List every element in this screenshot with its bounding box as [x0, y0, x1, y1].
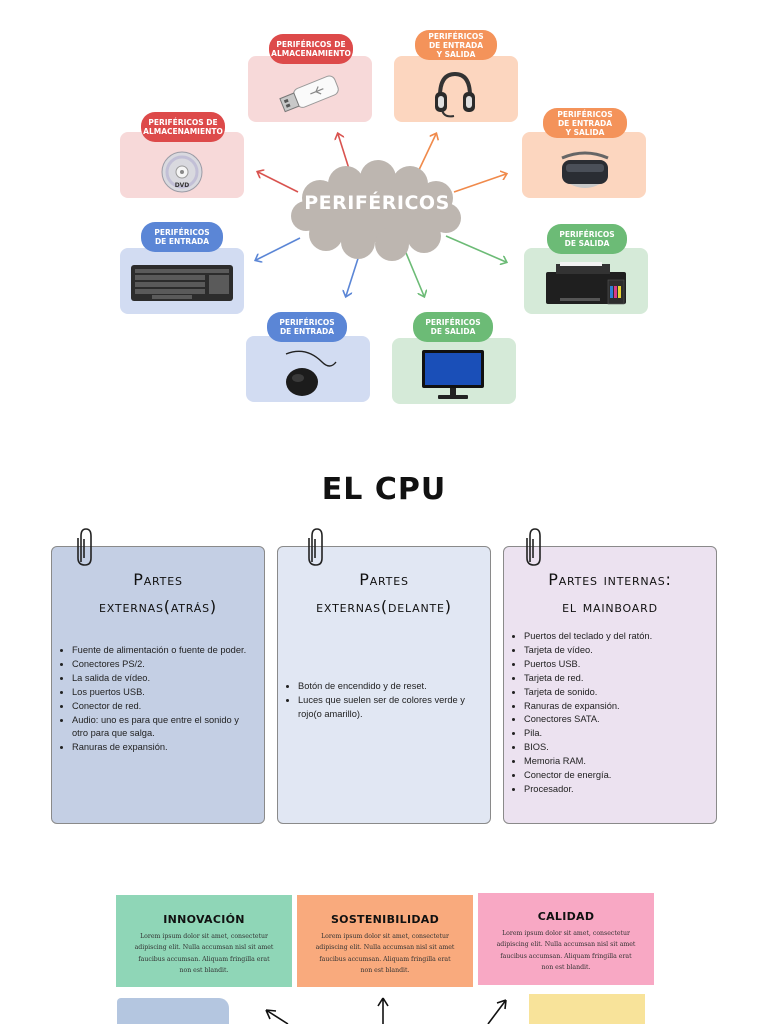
card-input-mouse	[246, 336, 370, 402]
list-item: Procesador.	[524, 783, 708, 797]
list-item: Puertos USB.	[524, 658, 708, 672]
vr-headset-icon	[561, 151, 609, 188]
node-label-input-2: PERIFÉRICOS DE ENTRADA	[270, 312, 344, 342]
list-item: Tarjeta de red.	[524, 672, 708, 686]
cpu-title: EL CPU	[321, 472, 447, 507]
note-stub-yellow	[529, 994, 645, 1024]
paperclip-icon	[308, 528, 323, 566]
center-cloud	[291, 160, 461, 261]
keyboard-icon	[131, 265, 233, 301]
paperclip-icon	[77, 528, 92, 566]
panel-title-line1: Partes	[133, 570, 183, 589]
dvd-disc-icon: DVD	[161, 151, 203, 193]
list-item: Conector de red.	[72, 700, 256, 714]
list-item: Puertos del teclado y del ratón.	[524, 630, 708, 644]
note-title: CALIDAD	[537, 910, 595, 923]
monitor-icon	[422, 350, 484, 399]
list-item: Conector de energía.	[524, 769, 708, 783]
node-label-output-1: PERIFÉRICOS DE SALIDA	[550, 224, 624, 254]
list-item: La salida de vídeo.	[72, 672, 256, 686]
list-item: Tarjeta de sonido.	[524, 686, 708, 700]
list-item: Luces que suelen ser de colores verde y …	[298, 694, 482, 722]
list-item: BIOS.	[524, 741, 708, 755]
panel-internal-mainboard: Partes internas: el mainboard Puertos de…	[503, 546, 717, 824]
paperclip-icon	[526, 528, 541, 566]
node-label-io-1: PERIFÉRICOS DE ENTRADA Y SALIDA	[418, 30, 494, 60]
usb-drive-icon	[279, 75, 339, 113]
panel-title: Partes internas: el mainboard	[504, 566, 716, 620]
card-output-printer	[524, 248, 648, 314]
list-item: Ranuras de expansión.	[524, 700, 708, 714]
note-sostenibilidad: SOSTENIBILIDAD Lorem ipsum dolor sit ame…	[297, 895, 473, 987]
list-item: Conectores PS/2.	[72, 658, 256, 672]
center-label: PERIFÉRICOS	[304, 192, 450, 214]
list-item: Tarjeta de vídeo.	[524, 644, 708, 658]
dvd-disc-label: DVD	[175, 182, 190, 189]
node-label-input-1: PERIFÉRICOS DE ENTRADA	[144, 222, 220, 252]
card-io-vr	[522, 132, 646, 198]
list-item: Fuente de alimentación o fuente de poder…	[72, 644, 256, 658]
note-stub-blue	[117, 998, 229, 1024]
panel-title: Partes externas(delante)	[278, 566, 490, 620]
mouse-icon	[285, 350, 337, 396]
node-label-io-2: PERIFÉRICOS DE ENTRADA Y SALIDA	[546, 108, 624, 138]
note-body: Lorem ipsum dolor sit amet, consectetur …	[496, 930, 636, 971]
note-calidad: CALIDAD Lorem ipsum dolor sit amet, cons…	[478, 893, 654, 985]
node-label-storage-2: PERIFÉRICOS DE ALMACENAMIENTO	[143, 112, 223, 142]
panel-external-front: Partes externas(delante) Botón de encend…	[277, 546, 491, 824]
panel-list: Botón de encendido y de reset. Luces que…	[278, 680, 490, 722]
panel-list: Puertos del teclado y del ratón. Tarjeta…	[504, 630, 716, 797]
list-item: Los puertos USB.	[72, 686, 256, 700]
card-storage-dvd: DVD	[120, 132, 244, 198]
card-output-monitor	[392, 338, 516, 404]
list-item: Audio: uno es para que entre el sonido y…	[72, 714, 256, 742]
panel-title-line2: el mainboard	[562, 597, 658, 616]
panel-external-back: Partes externas(atrás) Fuente de aliment…	[51, 546, 265, 824]
list-item: Ranuras de expansión.	[72, 741, 256, 755]
list-item: Memoria RAM.	[524, 755, 708, 769]
bottom-arrows	[265, 997, 507, 1024]
list-item: Pila.	[524, 727, 708, 741]
card-storage-usb	[248, 56, 372, 122]
card-input-keyboard	[120, 248, 244, 314]
connector-arrows	[0, 0, 768, 430]
list-item: Conectores SATA.	[524, 713, 708, 727]
note-title: SOSTENIBILIDAD	[330, 913, 440, 926]
panel-title-line2: externas(atrás)	[99, 597, 217, 616]
card-io-headset	[394, 56, 518, 122]
list-item: Botón de encendido y de reset.	[298, 680, 482, 694]
printer-icon	[546, 262, 626, 305]
note-body: Lorem ipsum dolor sit amet, consectetur …	[315, 933, 455, 974]
node-label-output-2: PERIFÉRICOS DE SALIDA	[416, 312, 490, 342]
headset-icon	[435, 71, 475, 118]
panel-list: Fuente de alimentación o fuente de poder…	[52, 644, 264, 755]
note-title: INNOVACIÓN	[163, 913, 245, 926]
panel-title: Partes externas(atrás)	[52, 566, 264, 620]
panel-title-line1: Partes internas:	[548, 570, 672, 589]
note-body: Lorem ipsum dolor sit amet, consectetur …	[134, 933, 274, 974]
panel-title-line2: externas(delante)	[316, 597, 452, 616]
node-label-storage-1: PERIFÉRICOS DE ALMACENAMIENTO	[271, 34, 351, 64]
note-innovacion: INNOVACIÓN Lorem ipsum dolor sit amet, c…	[116, 895, 292, 987]
panel-title-line1: Partes	[359, 570, 409, 589]
